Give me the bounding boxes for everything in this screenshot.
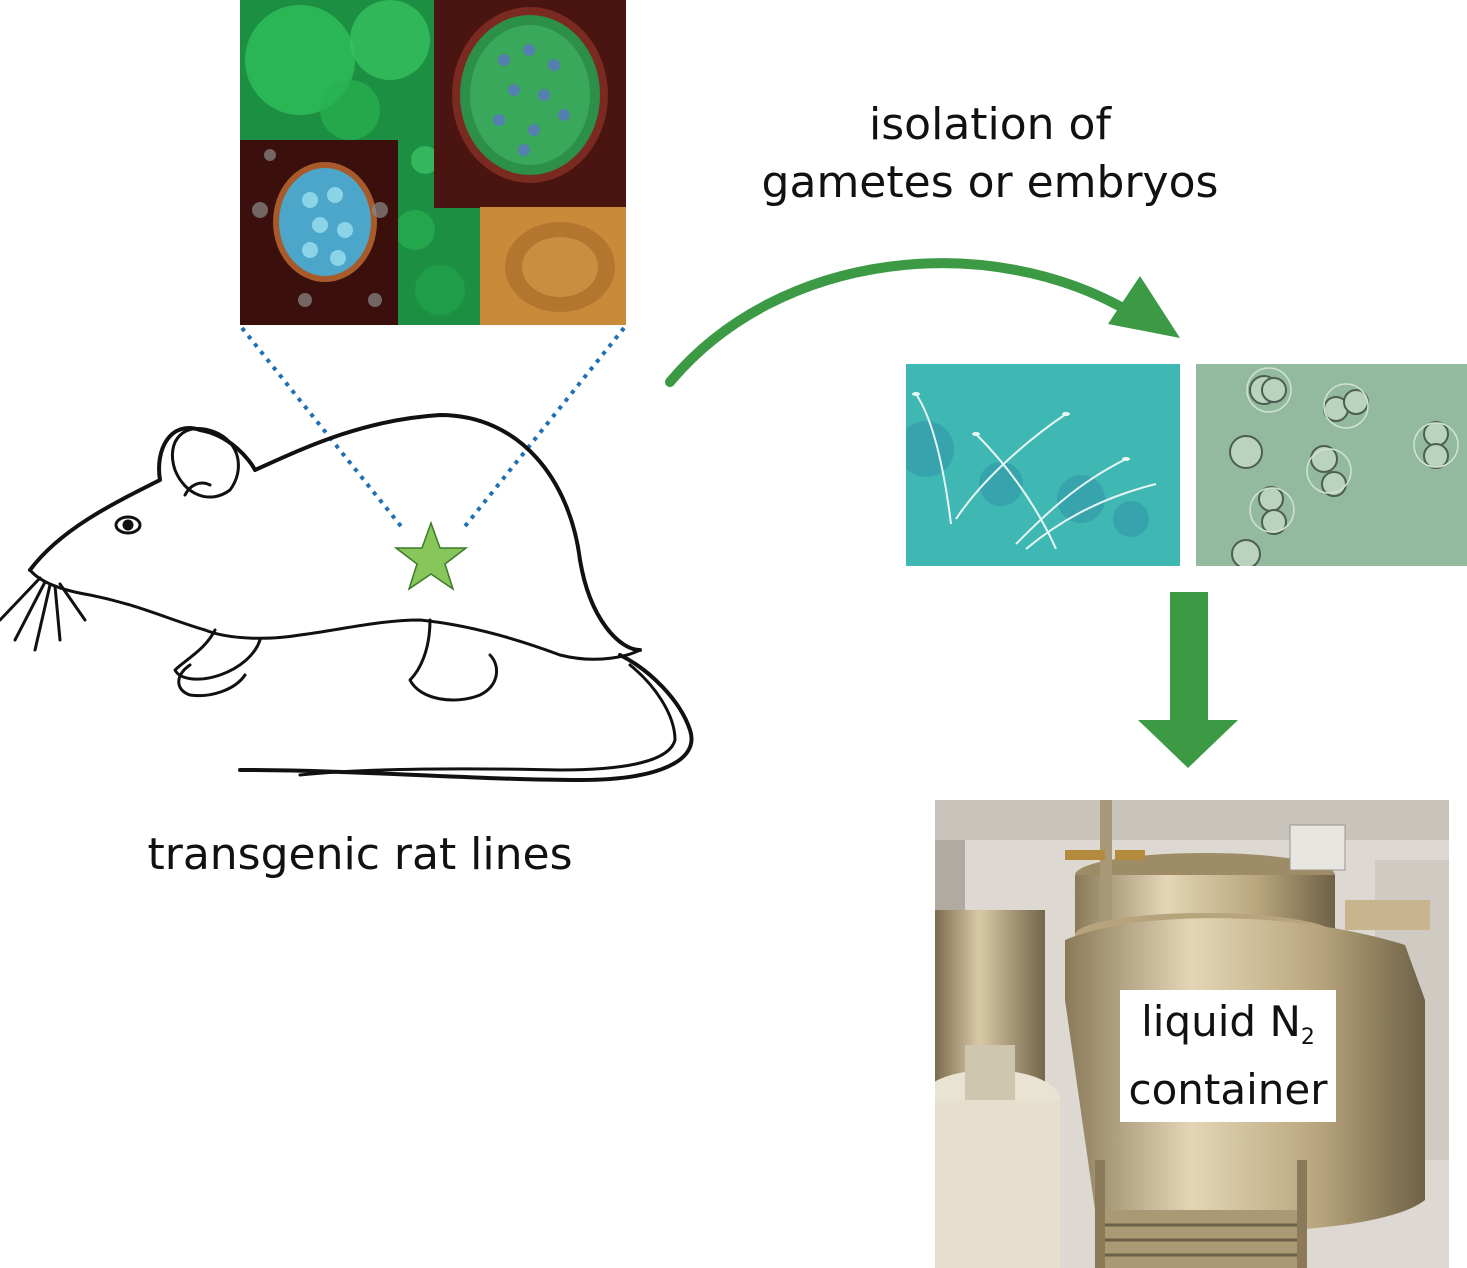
zoom-line-left bbox=[240, 326, 406, 532]
colony-fluorescence-inset bbox=[434, 0, 626, 208]
brightfield-amber-inset bbox=[480, 207, 626, 325]
liquid-nitrogen-label: liquid N2 container bbox=[1120, 990, 1336, 1122]
curved-arrow-icon bbox=[665, 258, 1180, 387]
isolation-label-line2: gametes or embryos bbox=[761, 157, 1219, 208]
liquid-nitrogen-label-line2: container bbox=[1128, 1065, 1328, 1114]
liquid-nitrogen-label-line1: liquid N2 bbox=[1141, 997, 1315, 1050]
zoom-line-right bbox=[460, 326, 626, 532]
sperm-microscopy-image bbox=[906, 364, 1180, 566]
cell-cluster-inset bbox=[240, 140, 398, 325]
down-arrow-icon bbox=[1138, 592, 1238, 768]
rat-lines-label: transgenic rat lines bbox=[147, 829, 573, 880]
isolation-label-line1: isolation of bbox=[869, 99, 1111, 150]
rat-line-drawing-icon bbox=[0, 326, 694, 782]
star-icon bbox=[393, 520, 469, 591]
microscopy-collage bbox=[240, 0, 626, 325]
embryo-microscopy-image bbox=[1196, 364, 1467, 566]
isolation-label: isolation of gametes or embryos bbox=[700, 96, 1280, 212]
